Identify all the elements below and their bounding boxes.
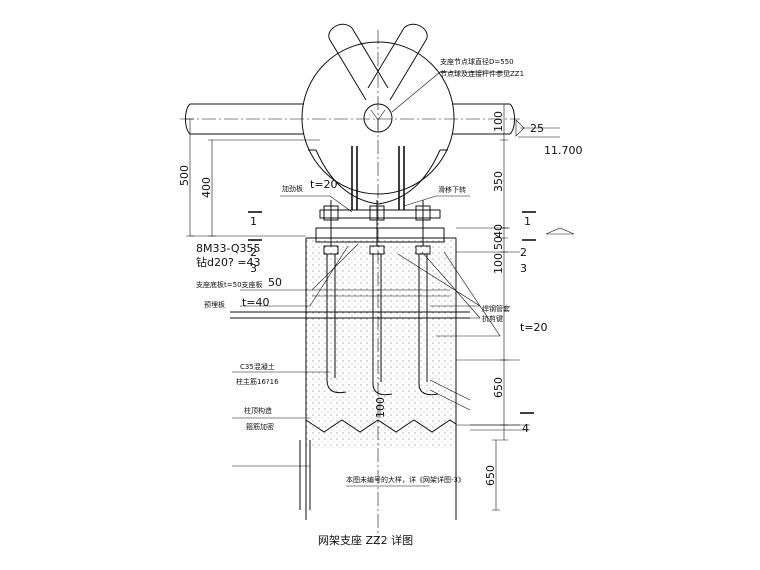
embed-plate-label: 预埋板 [204, 300, 225, 309]
t50-label: 50 [268, 276, 282, 289]
dim-500: 500 [178, 165, 191, 186]
stirrup-label: 箍筋加密 [246, 422, 274, 431]
section-2-left: 2 [250, 246, 257, 259]
ball-node [180, 23, 520, 545]
shear-key-label: 抗剪键 [482, 314, 503, 323]
elevation-label: 11.700 [544, 144, 583, 157]
section-marks [248, 211, 536, 414]
dim-650-a: 650 [492, 377, 505, 398]
section-4: 4 [522, 422, 529, 435]
leader-lines [232, 71, 510, 487]
section-1-left: 1 [250, 215, 257, 228]
dim-350: 350 [492, 171, 505, 192]
labels: 支座节点球直径D=550 节点球及连接杆件参见ZZ1 加劲板 t=20 滑移下转… [196, 57, 548, 547]
section-3-right: 3 [520, 262, 527, 275]
ball-note-label: 节点球及连接杆件参见ZZ1 [440, 69, 524, 78]
rib-label: 加劲板 [282, 184, 303, 193]
dimension-text: 500 400 100 350 40 50 100 650 650 100 25… [178, 111, 583, 486]
section-2-right: 2 [520, 246, 527, 259]
t40-label: t=40 [242, 296, 270, 309]
dim-100-top: 100 [492, 111, 505, 132]
section-1-right: 1 [524, 215, 531, 228]
drawing-title: 网架支座 ZZ2 详图 [318, 533, 413, 547]
saddle-ribs [308, 146, 448, 219]
ball-diameter-label: 支座节点球直径D=550 [440, 57, 514, 66]
dim-50: 50 [492, 236, 505, 250]
rib-thickness: t=20 [310, 178, 338, 191]
dim-400: 400 [200, 177, 213, 198]
weld-pipe-label: 焊钢管套 [482, 304, 510, 313]
bottom-note: 本图未编号的大样，详《网架详图-3》 [346, 475, 465, 484]
right-label: 滑移下转 [438, 185, 466, 194]
dim-100-center: 100 [374, 397, 387, 418]
top-plate-label: 支座底板t=50支座板 [196, 280, 263, 289]
dim-40: 40 [492, 224, 505, 238]
dim-100-mid: 100 [492, 253, 505, 274]
anchor-spec-1: 8M33-Q355 [196, 242, 261, 255]
dim-650-b: 650 [484, 465, 497, 486]
section-3-left: 3 [250, 262, 257, 275]
column-top-label: 柱顶构造 [244, 406, 272, 415]
slope-label: 25 [530, 122, 544, 135]
rebar-label: 柱主筋16?16 [236, 377, 279, 386]
concrete-label: C35混凝土 [240, 362, 275, 371]
anchor-spec-2: 钻d20? =43 [196, 255, 261, 269]
shear-key-thickness: t=20 [520, 321, 548, 334]
dimension-lines [186, 103, 575, 511]
